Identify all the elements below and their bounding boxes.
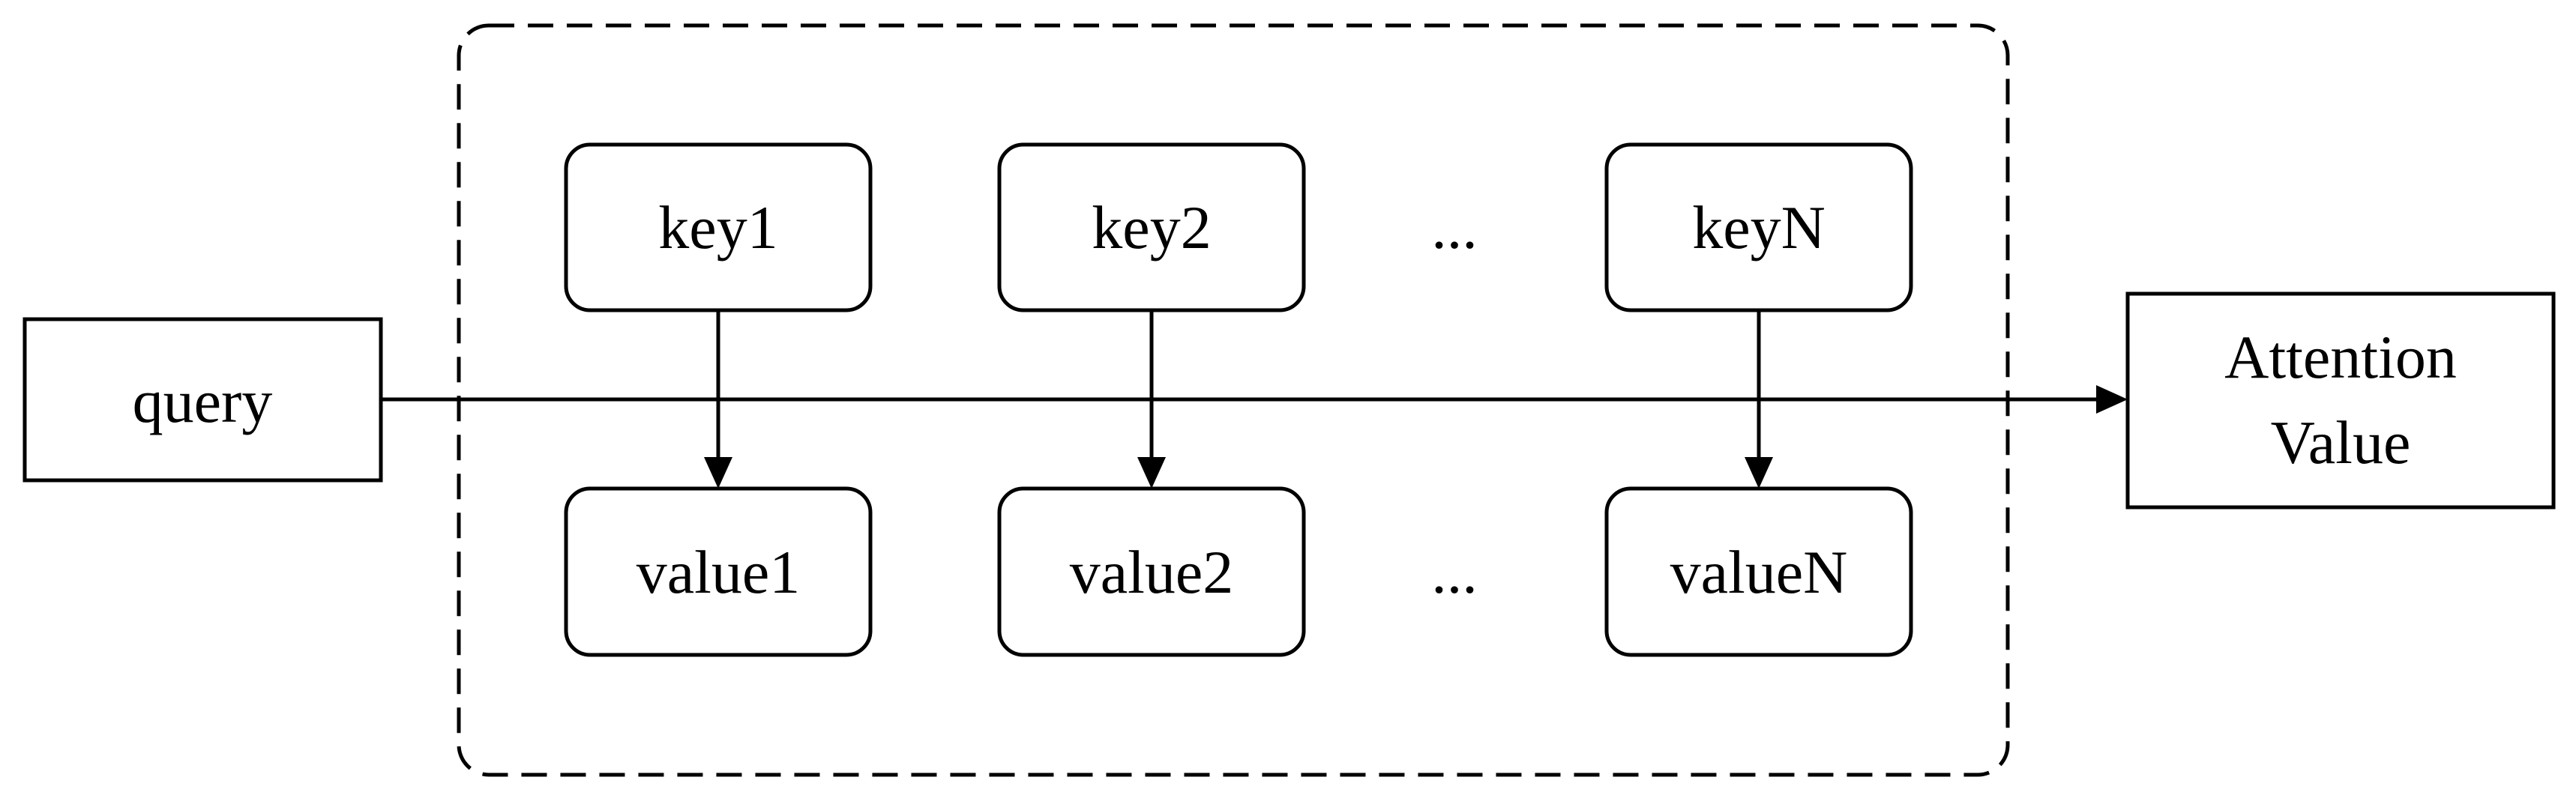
query-to-output-arrowhead [2096, 385, 2128, 414]
key-value-pair-2: key2 value2 [997, 142, 1306, 657]
key1-label: key1 [658, 193, 777, 262]
attention-value-node: Attention Value [2125, 291, 2556, 510]
value1-label: value1 [637, 538, 801, 606]
keyN-box [1604, 142, 1913, 312]
key1-to-value1-arrowhead [704, 457, 732, 489]
query-node: query [22, 317, 383, 483]
keyN-label: keyN [1692, 193, 1826, 262]
value2-box [997, 486, 1306, 657]
value1-box [564, 486, 873, 657]
key1-box [564, 142, 873, 312]
key2-label: key2 [1092, 193, 1211, 262]
keyN-to-valueN-arrowhead [1745, 457, 1773, 489]
value2-label: value2 [1070, 538, 1234, 606]
key2-box [997, 142, 1306, 312]
attention-value-box [2125, 291, 2556, 510]
query-label: query [133, 367, 273, 435]
keys-ellipsis: ... [1431, 193, 1478, 262]
attention-value-label-line1: Attention [2224, 323, 2457, 391]
values-ellipsis: ... [1431, 538, 1478, 606]
valueN-box [1604, 486, 1913, 657]
key-value-pair-n: keyN valueN [1604, 142, 1913, 657]
key2-to-value2-arrowhead [1137, 457, 1166, 489]
attention-value-label-line2: Value [2271, 408, 2411, 477]
key-value-pair-1: key1 value1 [564, 142, 873, 657]
query-box [22, 317, 383, 483]
valueN-label: valueN [1670, 538, 1848, 606]
